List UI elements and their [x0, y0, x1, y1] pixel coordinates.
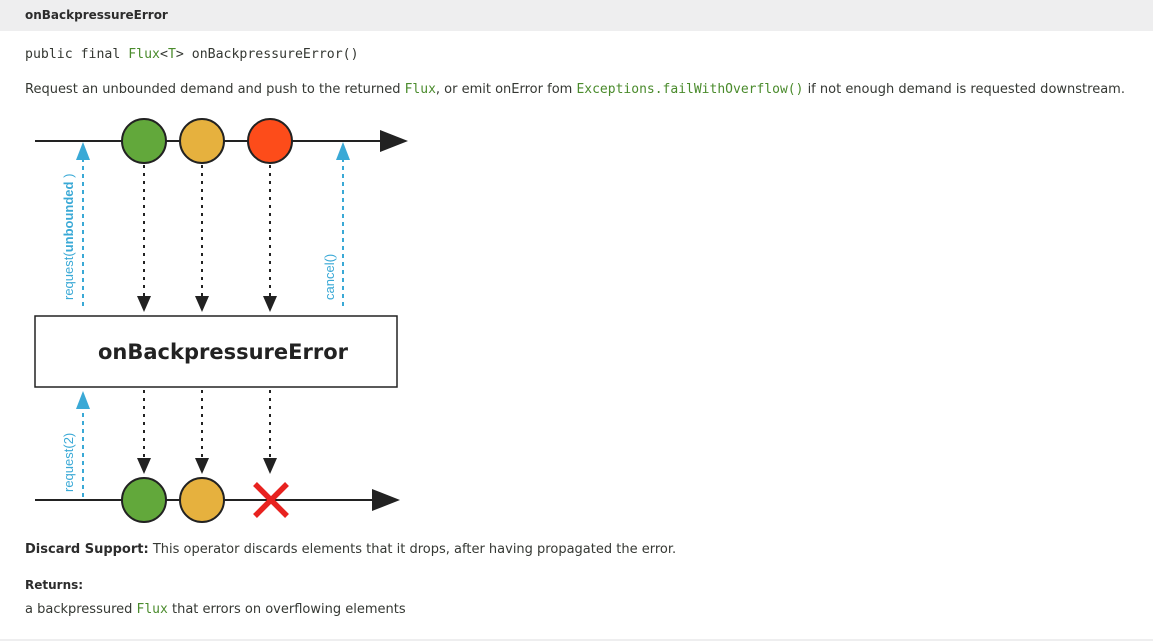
returns-text-2: that errors on overflowing elements: [167, 602, 406, 617]
upstream-timeline-arrowhead: [380, 130, 408, 152]
cancel-arrowhead: [336, 142, 350, 160]
cancel-label: cancel(): [322, 254, 337, 300]
method-description: Request an unbounded demand and push to …: [25, 82, 1125, 97]
discard-support-label: Discard Support:: [25, 542, 149, 557]
type-param-link[interactable]: T: [167, 47, 176, 62]
section-divider: [0, 639, 1153, 641]
downstream-marble-green: [121, 477, 167, 523]
method-header-bar: onBackpressureError: [0, 0, 1153, 31]
flow-arrowhead-green-out: [137, 458, 151, 474]
discard-support-note: Discard Support: This operator discards …: [25, 542, 676, 557]
description-text-3: if not enough demand is requested downst…: [803, 82, 1125, 97]
signature-method: onBackpressureError(): [183, 47, 359, 62]
returns-label: Returns:: [25, 578, 84, 592]
flow-arrowhead-yellow-in: [195, 296, 209, 312]
flow-arrowhead-red-in: [263, 296, 277, 312]
operator-label: onBackpressureError: [98, 340, 349, 364]
flow-arrowhead-yellow-out: [195, 458, 209, 474]
exceptions-link[interactable]: Exceptions.failWithOverflow(): [576, 82, 804, 97]
returns-description: a backpressured Flux that errors on over…: [25, 602, 406, 617]
method-signature: public final Flux<T> onBackpressureError…: [25, 47, 359, 62]
signature-prefix: public final: [25, 47, 129, 62]
upstream-marble-green: [121, 118, 167, 164]
flux-link[interactable]: Flux: [404, 82, 436, 97]
marble-diagram: request(unbounded ) cancel() onBackpress…: [34, 118, 408, 523]
error-x-icon: [253, 482, 289, 518]
downstream-marble-yellow: [179, 477, 225, 523]
flow-arrowhead-red-out: [263, 458, 277, 474]
downstream-request-arrowhead: [76, 391, 90, 409]
upstream-marble-red: [247, 118, 293, 164]
upstream-marble-yellow: [179, 118, 225, 164]
upstream-request-label: request(unbounded ): [61, 174, 76, 300]
signature-generic: <T>: [159, 47, 184, 62]
returns-flux-link[interactable]: Flux: [136, 602, 168, 617]
discard-support-text: This operator discards elements that it …: [148, 542, 677, 557]
description-text: Request an unbounded demand and push to …: [25, 82, 405, 97]
returns-text: a backpressured: [25, 602, 137, 617]
downstream-timeline-arrowhead: [372, 489, 400, 511]
flux-type-link[interactable]: Flux: [128, 47, 160, 62]
description-text-2: , or emit onError fom: [435, 82, 577, 97]
downstream-request-label: request(2): [61, 433, 76, 492]
flow-arrowhead-green-in: [137, 296, 151, 312]
method-title: onBackpressureError: [25, 8, 168, 22]
upstream-request-arrowhead: [76, 142, 90, 160]
operator-box: [34, 315, 398, 388]
